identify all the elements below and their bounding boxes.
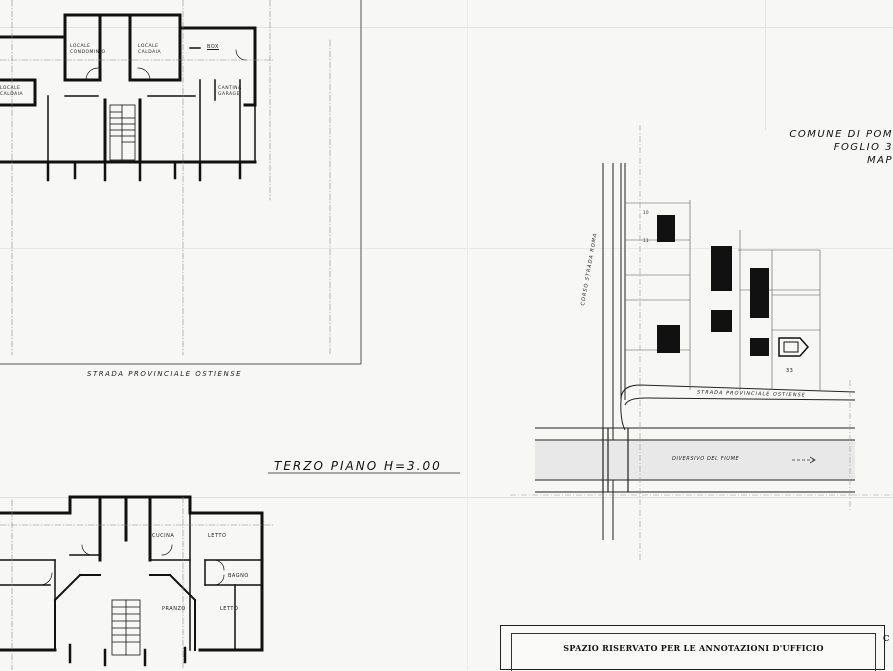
plot-number-2: 11: [643, 238, 650, 243]
office-annotations-inner: SPAZIO RISERVATO PER LE ANNOTAZIONI D'UF…: [511, 633, 876, 671]
floor-title: TERZO PIANO H=3.00: [274, 459, 442, 473]
canal-label: DIVERSIVO DEL FIUME: [672, 456, 740, 462]
comune-line2: FOGLIO 3: [833, 142, 893, 153]
comune-header: COMUNE DI POM FOGLIO 3 MAP: [789, 128, 893, 167]
room-label-locale-condominio: LOCALE CONDOMINIO: [70, 44, 106, 55]
top-floor-plan: [0, 0, 331, 356]
room-label-locale-caldaia: LOCALE CALDAIA: [138, 44, 162, 55]
grid-line: [765, 0, 766, 130]
road-caption-top-plan: STRADA PROVINCIALE OSTIENSE: [87, 370, 243, 378]
office-annotations-box: SPAZIO RISERVATO PER LE ANNOTAZIONI D'UF…: [500, 625, 885, 671]
room-label-cantina-garage: CANTINA GARAGE: [218, 86, 242, 97]
room-label-pranzo: PRANZO: [162, 606, 186, 612]
room-label-letto-top: LETTO: [208, 533, 227, 539]
grid-line: [467, 0, 468, 670]
grid-line: [0, 27, 893, 28]
grid-line: [0, 497, 893, 498]
plot-number-1: 10: [643, 210, 650, 215]
bottom-floor-plan: [0, 495, 276, 670]
comune-line3: MAP: [867, 155, 893, 166]
room-label-bagno: BAGNO: [228, 573, 249, 579]
room-label-letto-bottom: LETTO: [220, 606, 239, 612]
office-annotations-title: SPAZIO RISERVATO PER LE ANNOTAZIONI D'UF…: [563, 643, 824, 653]
lot-label: 33: [786, 368, 794, 374]
office-box-cut-label: C: [883, 633, 890, 643]
top-plan-frame: [0, 0, 362, 365]
comune-line1: COMUNE DI POM: [789, 129, 893, 140]
grid-line: [0, 248, 893, 249]
room-label-locale-caldaia-left: LOCALE CALDAIA: [0, 86, 24, 97]
room-label-cucina: CUCINA: [152, 533, 175, 539]
site-map: [510, 125, 893, 560]
room-label-box: BOX: [207, 44, 219, 50]
